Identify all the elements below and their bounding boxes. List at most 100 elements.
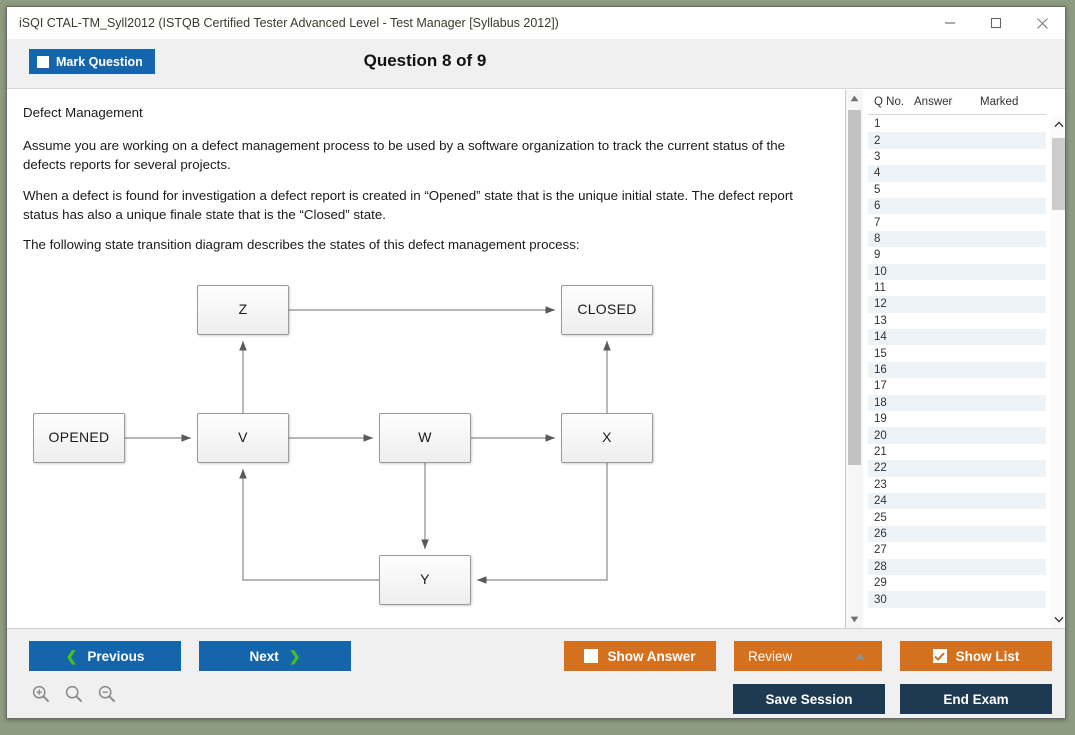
question-paragraph: Assume you are working on a defect manag…: [23, 137, 786, 172]
list-item[interactable]: 19: [868, 411, 1046, 427]
list-item[interactable]: 20: [868, 427, 1046, 444]
list-item[interactable]: 30: [868, 591, 1046, 608]
list-item[interactable]: 29: [868, 575, 1046, 591]
list-item-number: 2: [874, 134, 881, 147]
list-item[interactable]: 15: [868, 345, 1046, 361]
maximize-button[interactable]: [973, 7, 1019, 39]
save-session-button[interactable]: Save Session: [733, 684, 885, 714]
list-item-number: 30: [874, 593, 887, 606]
list-item[interactable]: 18: [868, 394, 1046, 412]
list-item[interactable]: 26: [868, 525, 1046, 543]
list-item[interactable]: 8: [868, 230, 1046, 248]
state-transition-diagram: OPENED Z CLOSED V W X Y: [25, 267, 685, 622]
list-scroll-down-arrow-icon[interactable]: [1050, 611, 1065, 628]
list-item-number: 24: [874, 495, 887, 508]
list-item[interactable]: 3: [868, 149, 1046, 165]
question-title: Question 8 of 9: [363, 51, 487, 70]
list-item[interactable]: 14: [868, 329, 1046, 346]
list-scroll-up-arrow-icon[interactable]: [1050, 116, 1065, 133]
node-label: CLOSED: [577, 301, 637, 318]
list-item[interactable]: 22: [868, 460, 1046, 477]
node-label: W: [418, 429, 432, 446]
close-button[interactable]: [1019, 7, 1065, 39]
question-paragraph: The following state transition diagram d…: [23, 237, 580, 253]
chevron-right-icon: ❯: [288, 647, 301, 664]
list-item-number: 28: [874, 560, 887, 573]
list-item-number: 26: [874, 527, 887, 540]
column-header-qno: Q No.: [874, 96, 905, 108]
mark-question-button[interactable]: Mark Question: [29, 49, 155, 74]
window-controls: [927, 7, 1065, 39]
question-body: Defect Management Assume you are working…: [7, 90, 845, 622]
next-label: Next: [249, 648, 279, 664]
list-item[interactable]: 9: [868, 247, 1046, 263]
diagram-node-v: V: [197, 413, 289, 464]
list-item[interactable]: 24: [868, 492, 1046, 510]
list-item[interactable]: 12: [868, 296, 1046, 313]
diagram-node-closed: CLOSED: [561, 285, 653, 336]
chevron-left-icon: ❮: [65, 647, 78, 664]
scroll-down-arrow-icon[interactable]: [846, 611, 863, 628]
list-item[interactable]: 23: [868, 477, 1046, 493]
next-button[interactable]: Next ❯: [199, 641, 351, 671]
zoom-icon[interactable]: [62, 682, 86, 706]
question-list-header: Q No. Answer Marked: [868, 90, 1046, 115]
question-paragraph: When a defect is found for investigation…: [23, 187, 793, 222]
zoom-out-icon[interactable]: [95, 682, 119, 706]
zoom-in-icon[interactable]: [29, 682, 53, 706]
show-answer-button[interactable]: Show Answer: [564, 641, 716, 671]
show-list-button[interactable]: Show List: [900, 641, 1052, 671]
question-topic: Defect Management: [23, 105, 143, 120]
list-item-number: 18: [874, 396, 887, 409]
column-header-answer: Answer: [914, 96, 953, 108]
diagram-node-opened: OPENED: [33, 413, 125, 464]
list-item[interactable]: 2: [868, 132, 1046, 149]
list-item[interactable]: 16: [868, 361, 1046, 379]
list-item-number: 16: [874, 364, 887, 377]
review-label: Review: [748, 648, 793, 664]
show-list-label: Show List: [955, 648, 1020, 664]
list-item[interactable]: 27: [868, 542, 1046, 558]
question-pane-scrollbar[interactable]: [846, 90, 863, 628]
list-item[interactable]: 13: [868, 313, 1046, 329]
list-item[interactable]: 28: [868, 558, 1046, 575]
list-item-number: 15: [874, 347, 887, 360]
list-item-number: 9: [874, 249, 881, 262]
list-item[interactable]: 5: [868, 182, 1046, 198]
list-item[interactable]: 10: [868, 263, 1046, 280]
list-item-number: 10: [874, 265, 887, 278]
scroll-thumb[interactable]: [848, 110, 861, 465]
list-item[interactable]: 11: [868, 280, 1046, 296]
node-label: X: [602, 429, 612, 446]
list-item-number: 21: [874, 446, 887, 458]
list-item-number: 23: [874, 478, 887, 491]
list-item-number: 17: [874, 380, 887, 393]
end-exam-button[interactable]: End Exam: [900, 684, 1052, 714]
node-label: V: [238, 429, 248, 446]
list-item[interactable]: 7: [868, 214, 1046, 230]
list-scroll-thumb[interactable]: [1052, 138, 1065, 210]
bottom-toolbar: ❮ Previous Next ❯ Show Answer Review: [7, 628, 1065, 718]
list-item[interactable]: 6: [868, 197, 1046, 215]
scroll-up-arrow-icon[interactable]: [846, 90, 863, 107]
list-item[interactable]: 17: [868, 378, 1046, 394]
minimize-button[interactable]: [927, 7, 973, 39]
previous-button[interactable]: ❮ Previous: [29, 641, 181, 671]
list-item[interactable]: 21: [868, 444, 1046, 460]
previous-label: Previous: [87, 648, 145, 664]
review-dropdown[interactable]: Review: [734, 641, 882, 671]
node-label: OPENED: [48, 429, 110, 446]
question-list-scrollbar[interactable]: [1050, 116, 1065, 628]
node-label: Y: [420, 571, 430, 588]
list-item[interactable]: 4: [868, 165, 1046, 182]
mark-question-checkbox-icon: [37, 55, 49, 68]
list-item[interactable]: 25: [868, 509, 1046, 525]
diagram-node-w: W: [379, 413, 471, 464]
list-item[interactable]: 1: [868, 116, 1046, 132]
diagram-arrows: [125, 306, 611, 585]
list-item-number: 20: [874, 429, 887, 442]
list-item-number: 1: [874, 118, 881, 131]
list-item-number: 4: [874, 167, 881, 180]
